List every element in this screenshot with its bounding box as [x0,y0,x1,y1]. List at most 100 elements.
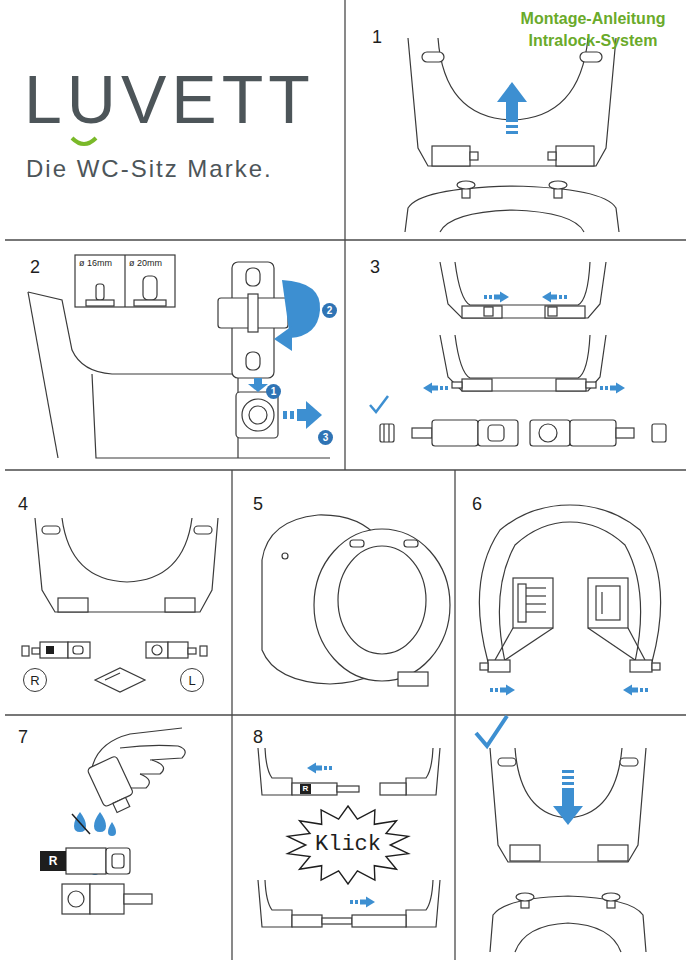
seat-hinge-closeup [440,262,606,391]
seat-hinge-closeup [406,880,440,927]
arrow-right [283,411,287,419]
seat-with-lid [314,529,450,681]
toilet-bowl [490,893,646,952]
side-marker: R [23,668,47,692]
logo-accent [72,138,96,144]
toilet-side-view [28,292,58,458]
arrow-down [254,378,262,384]
seat-raised [432,146,470,166]
seat-top-view [499,522,640,662]
hand-with-bottle [128,774,149,788]
hinge-parts [22,646,29,656]
table-grid [86,300,114,306]
seat-raised [422,52,444,62]
hinge-socket [242,399,274,431]
seat-hinge-closeup [462,306,502,318]
seat-top-view [513,578,553,628]
hinge-parts-exploded [616,428,634,438]
hinge-socket [249,406,267,424]
table-grid [143,276,157,300]
panel-grid [5,0,686,960]
seat-front-view [42,526,60,534]
callout-number: 1 [266,384,281,399]
seat-with-lid [398,672,428,686]
arrow-rotate [274,326,292,351]
table-cell: ø 20mm [129,259,162,269]
seat-raised [580,52,602,62]
seat-top-view [518,584,526,622]
arrow-right [297,409,306,421]
arrow-up [506,125,518,128]
seat-hinge-closeup [352,915,406,927]
arrow-right [290,411,294,419]
check-mark [476,716,507,746]
drops [94,812,106,832]
hinge-parts [62,884,90,914]
arrow-set [307,763,332,774]
table-grid [134,300,166,306]
adapter-part [218,262,288,378]
hinge-parts [68,642,90,658]
seat-hinge-closeup [292,783,337,795]
hinge-parts [90,884,124,914]
arrow-up [497,82,527,102]
no-symbol [72,814,90,834]
seat-hinge-closeup [440,335,606,391]
arrow-up [506,131,518,134]
step-number: 3 [370,258,380,278]
toilet-bowl [602,893,620,901]
toilet-bowl [515,923,621,952]
seat-hinge-closeup [455,335,590,378]
seat-raised [408,38,616,166]
seat-top-view [479,505,660,672]
seat-hinge-closeup [452,382,462,388]
hinge-parts [40,642,68,658]
seat-hinge-closeup [586,382,596,388]
table-grid [75,255,175,307]
side-tag: R [40,851,66,871]
seat-raised [548,152,556,160]
hand-with-bottle [120,745,185,760]
table-cell: ø 16mm [79,259,112,269]
step-number: 7 [18,728,28,748]
click-starburst: Klick [285,805,411,885]
seat-hinge-closeup [258,748,292,795]
toilet-bowl [549,181,567,189]
arrow-right [283,401,322,429]
panel-grid [344,0,345,470]
toilet-bowl [440,210,584,232]
toilet-bowl [490,896,646,952]
arrow-down [248,378,268,392]
step-number: 8 [253,728,263,748]
seat-with-lid [338,546,426,654]
hinge-parts [106,848,130,874]
hinge-parts [105,673,120,680]
adapter-part [246,352,260,370]
hinge-parts [32,648,40,654]
toilet-side-view [92,374,330,458]
arrow-down [562,782,574,785]
toilet-bowl [405,181,619,232]
seat-hinge-closeup [462,379,492,391]
seat-raised [490,748,646,862]
hinge-parts [152,645,162,655]
seat-front-view [35,518,218,612]
arrow-right [306,401,322,429]
step-number: 4 [18,495,28,515]
seat-with-lid [282,553,288,559]
callout-number: 3 [318,430,333,445]
hinge-parts [95,668,145,692]
seat-raised [408,38,616,166]
label-square [46,646,54,654]
starburst-outline [288,806,409,884]
step-number: 1 [372,28,382,48]
check-mark [476,716,507,746]
step-number: 5 [253,495,263,515]
node-text: 2 [327,306,333,316]
callout-number: 2 [322,303,337,318]
seat-hinge-closeup [406,748,440,795]
seat-hinge-closeup [440,262,606,318]
node-text: 3 [323,433,329,443]
brand-slogan: Die WC-Sitz Marke. [26,156,273,182]
